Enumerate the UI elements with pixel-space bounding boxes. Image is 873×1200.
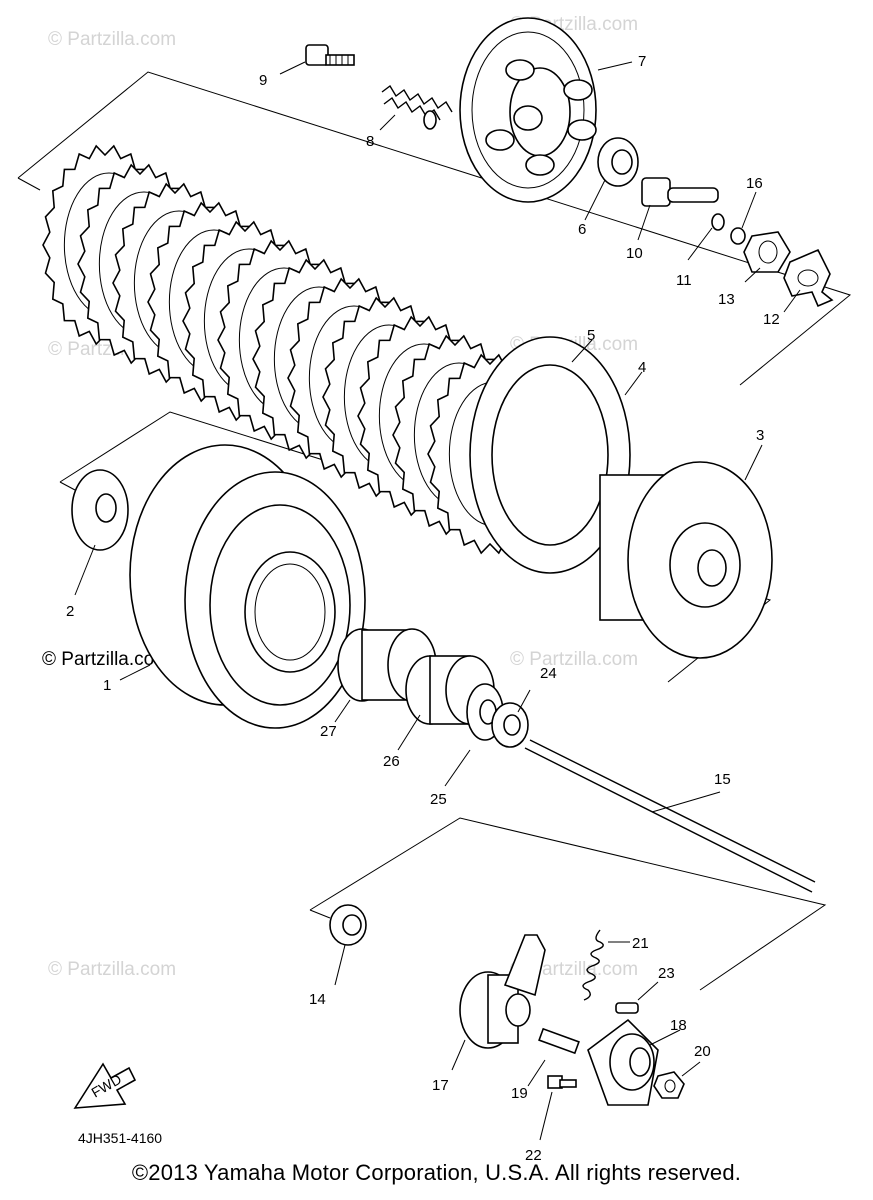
callout-18: 18 <box>670 1017 687 1034</box>
bolt <box>305 44 355 66</box>
callout-26: 26 <box>383 753 400 770</box>
needle-bearing <box>337 628 437 702</box>
clutch-spring <box>381 84 453 130</box>
pin <box>615 1002 639 1014</box>
screw-19 <box>538 1027 580 1055</box>
callout-21: 21 <box>632 935 649 952</box>
diagram-code: 4JH351-4160 <box>78 1130 162 1146</box>
callout-17: 17 <box>432 1077 449 1094</box>
callout-19: 19 <box>511 1085 528 1102</box>
callout-16: 16 <box>746 175 763 192</box>
bearing <box>597 137 639 187</box>
friction-plate <box>469 336 631 574</box>
callout-25: 25 <box>430 791 447 808</box>
callout-5: 5 <box>587 327 595 344</box>
callout-15: 15 <box>714 771 731 788</box>
callout-14: 14 <box>309 991 326 1008</box>
nut <box>743 231 791 273</box>
callout-9: 9 <box>259 72 267 89</box>
callout-7: 7 <box>638 53 646 70</box>
callout-12: 12 <box>763 311 780 328</box>
return-spring <box>582 929 604 1001</box>
callout-10: 10 <box>626 245 643 262</box>
push-lever-shaft <box>459 934 546 1049</box>
oil-seal <box>329 904 367 946</box>
thrust-washer <box>71 469 129 551</box>
lever-cover <box>587 1018 659 1106</box>
watermark: © Partzilla.com <box>42 649 170 670</box>
copyright-notice: ©2013 Yamaha Motor Corporation, U.S.A. A… <box>131 1160 742 1185</box>
lock-washer <box>783 248 834 308</box>
bolt-22 <box>547 1075 577 1089</box>
callout-27: 27 <box>320 723 337 740</box>
callout-2: 2 <box>66 603 74 620</box>
callout-13: 13 <box>718 291 735 308</box>
callout-23: 23 <box>658 965 675 982</box>
watermark: © Partzilla.com <box>510 649 638 670</box>
clutch-boss <box>599 461 773 659</box>
nut-20 <box>653 1071 685 1099</box>
clutch-housing <box>129 444 366 729</box>
washers <box>711 213 746 245</box>
fwd-arrow: FWD <box>73 1062 137 1109</box>
callout-1: 1 <box>103 677 111 694</box>
callout-8: 8 <box>366 133 374 150</box>
push-rod-long <box>524 739 816 893</box>
leader-lines <box>74 61 801 1141</box>
callout-3: 3 <box>756 427 764 444</box>
watermark: © Partzilla.com <box>48 959 176 980</box>
push-rod <box>641 177 719 207</box>
pressure-plate <box>459 17 597 203</box>
callout-6: 6 <box>578 221 586 238</box>
callout-11: 11 <box>676 272 692 289</box>
callouts: 1 2 3 4 5 6 7 8 9 10 11 12 13 14 15 16 1… <box>66 53 780 1164</box>
callout-24: 24 <box>540 665 557 682</box>
watermark: © Partzilla.com <box>48 29 176 50</box>
callout-20: 20 <box>694 1043 711 1060</box>
callout-22: 22 <box>525 1147 542 1164</box>
callout-4: 4 <box>638 359 646 376</box>
collar-24 <box>491 702 529 748</box>
